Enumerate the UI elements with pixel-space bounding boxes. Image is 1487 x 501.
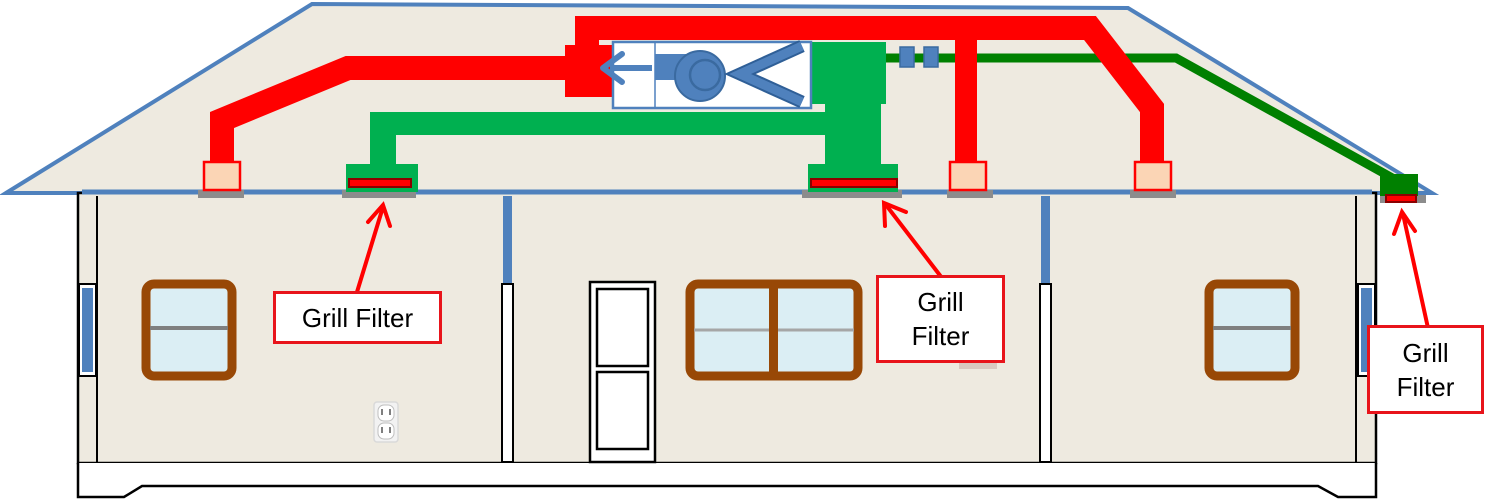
interior-wall-right-lower xyxy=(1039,283,1052,463)
outside-air-duct xyxy=(886,46,1418,196)
grill-filters xyxy=(348,178,1417,203)
side-window-left xyxy=(78,283,97,377)
callout-line-1: Grill xyxy=(1402,337,1449,368)
callout-arrows xyxy=(355,199,1430,330)
callout-grill-filter-left: Grill Filter xyxy=(273,291,442,344)
arrow-right xyxy=(1401,212,1430,330)
air-flow-arrow-icon xyxy=(600,51,652,85)
damper-icon xyxy=(923,46,939,68)
window-center xyxy=(685,279,863,381)
supply-boots xyxy=(202,160,1173,192)
arrow-left xyxy=(355,205,385,294)
coil-icon xyxy=(724,40,805,108)
window-left xyxy=(141,279,237,381)
damper-icon xyxy=(899,46,915,68)
callout-line-1: Grill xyxy=(917,287,964,317)
air-handler xyxy=(600,40,813,110)
outlet-icon xyxy=(373,401,399,443)
callout-text: Grill Filter xyxy=(301,302,414,333)
foundation xyxy=(76,463,1378,499)
arrow-center xyxy=(884,203,944,280)
blower-icon xyxy=(655,50,726,102)
arrow-left-head xyxy=(366,201,392,228)
callout-grill-filter-center: Grill Filter xyxy=(876,275,1005,363)
interior-wall-left-lower xyxy=(501,283,514,463)
window-right xyxy=(1204,279,1300,381)
door-icon xyxy=(588,280,657,464)
wall-plate xyxy=(959,360,997,369)
arrow-center-head xyxy=(881,199,908,228)
interior-wall-right xyxy=(1041,196,1050,286)
supply-duct xyxy=(210,16,1164,166)
interior-wall-left xyxy=(503,196,512,286)
callout-line-2: Filter xyxy=(1396,371,1455,402)
callout-grill-filter-right: Grill Filter xyxy=(1367,325,1484,414)
arrow-right-head xyxy=(1392,207,1417,236)
callout-line-2: Filter xyxy=(911,321,970,351)
